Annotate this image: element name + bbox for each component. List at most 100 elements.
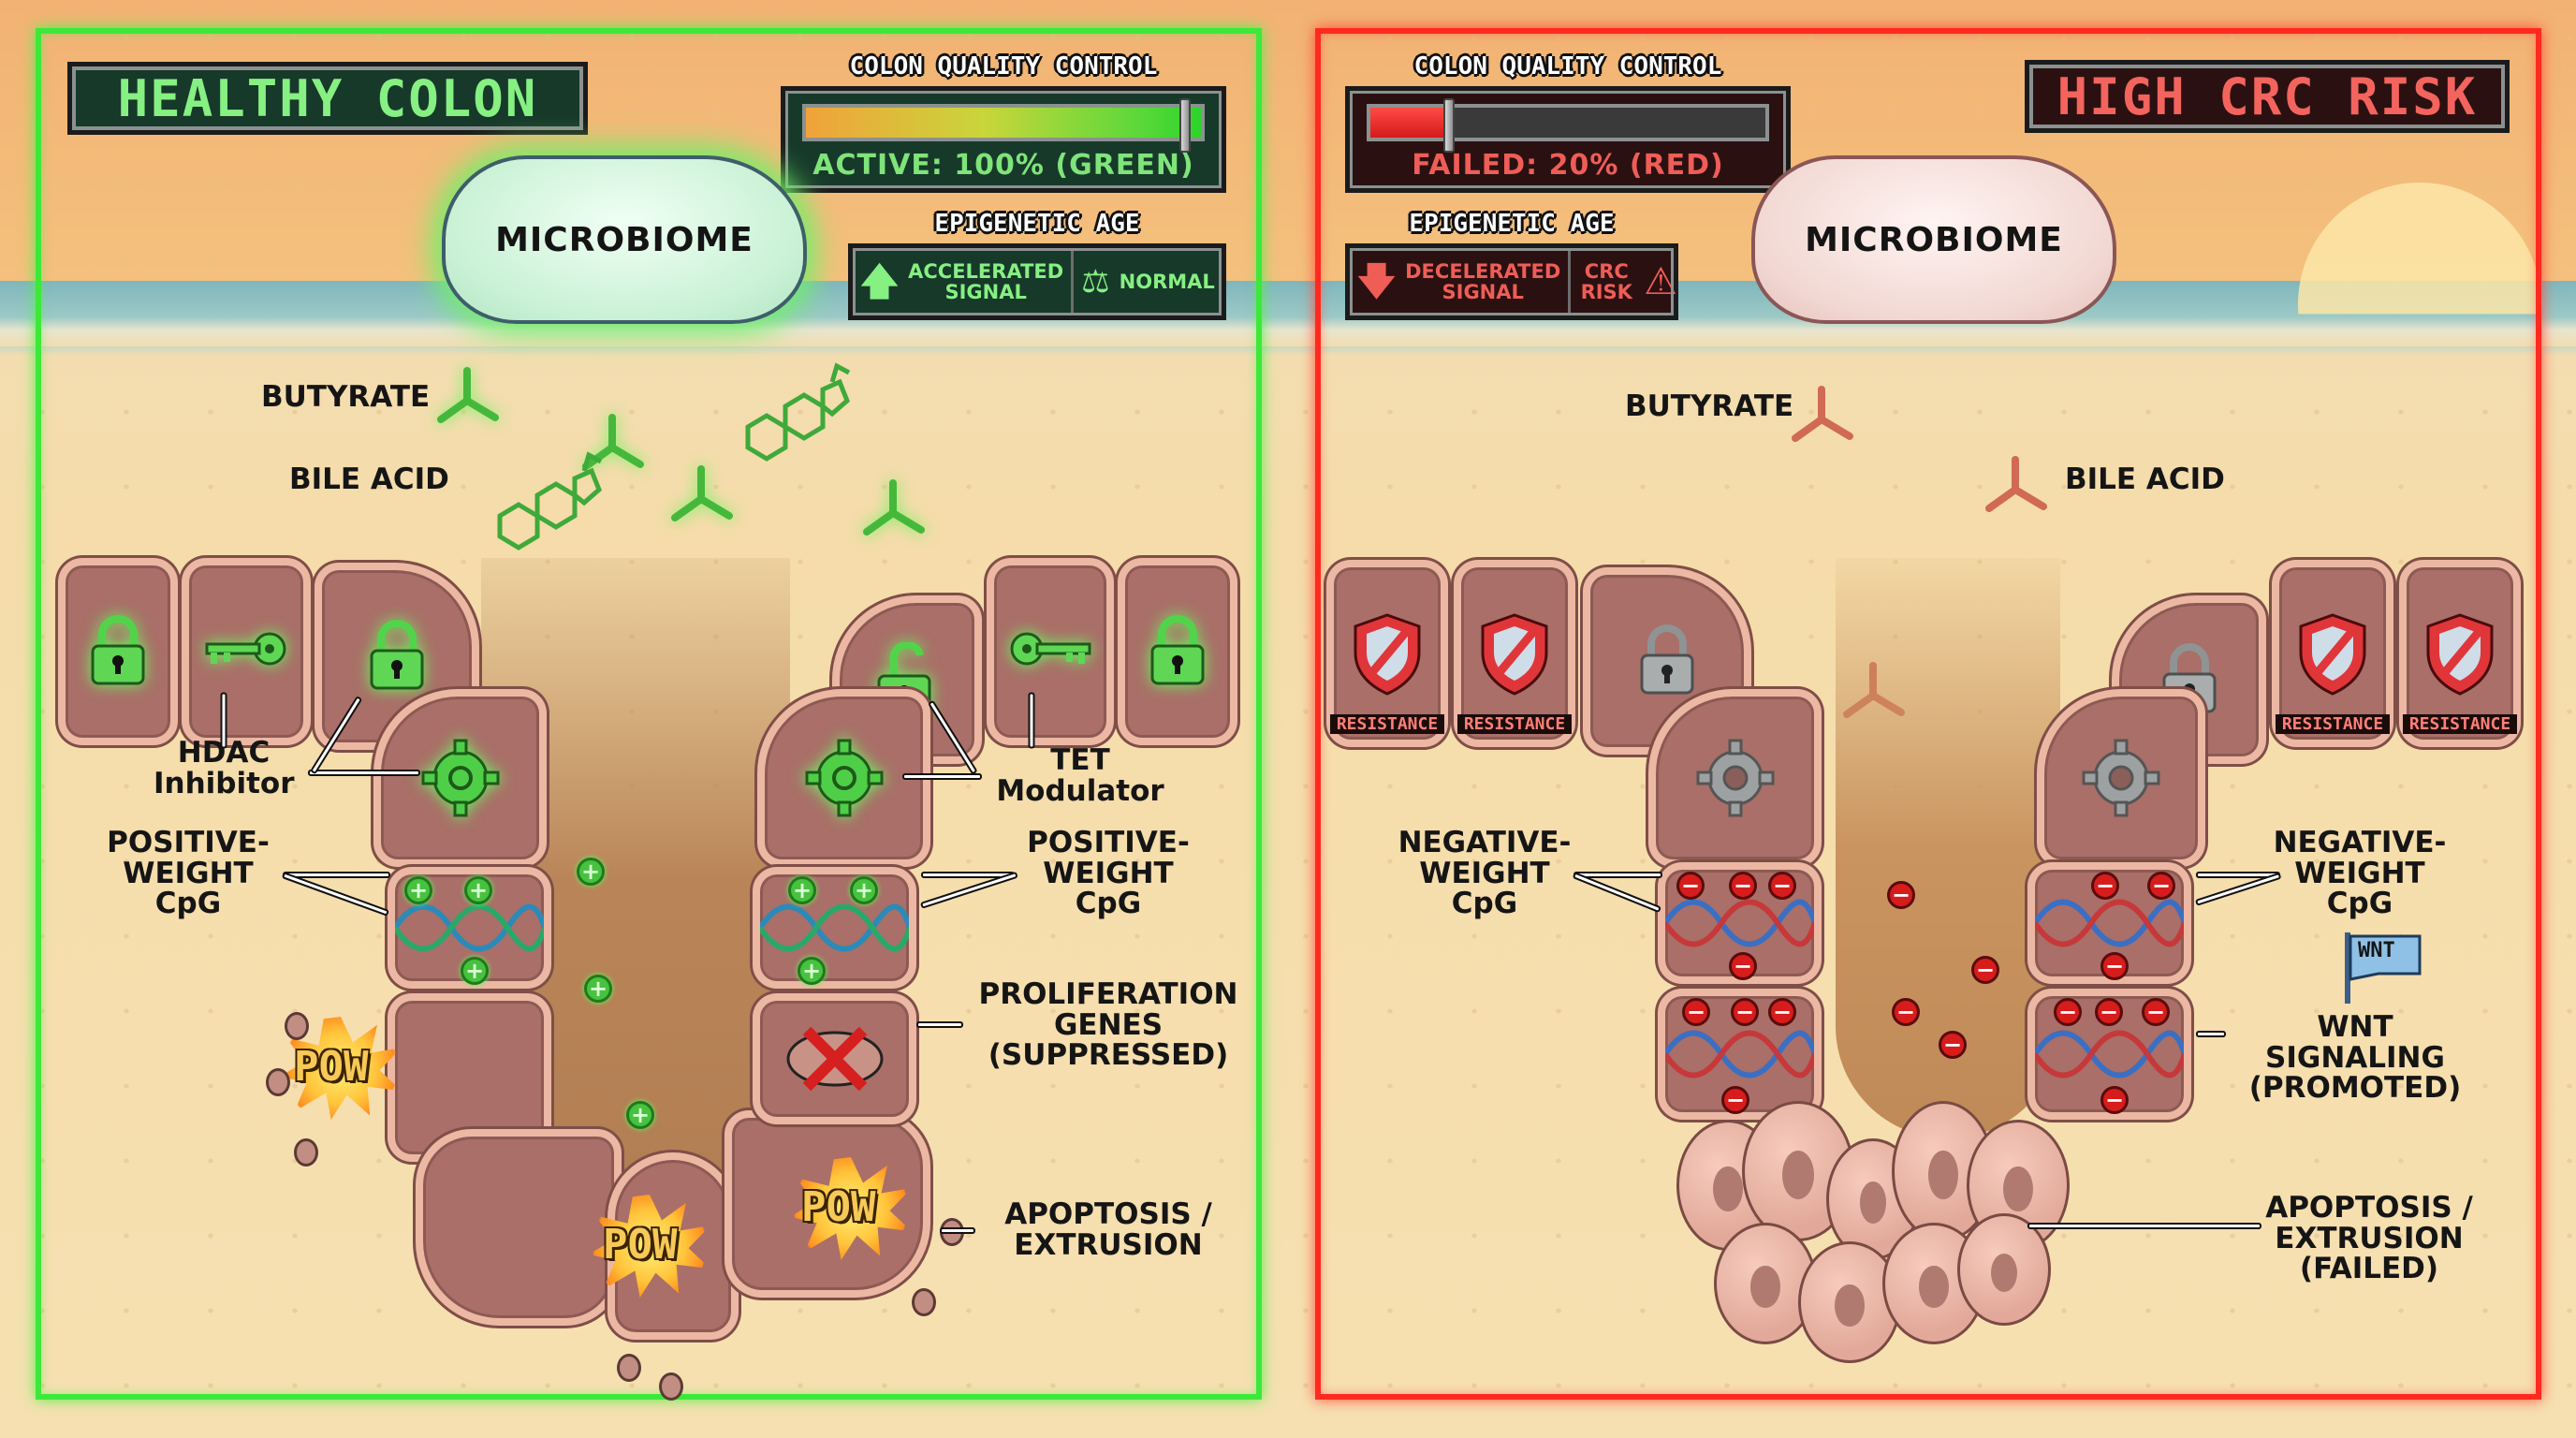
healthy-colon-panel: HEALTHY COLON COLON QUALITY CONTROL ACTI… <box>36 28 1262 1401</box>
quality-slider-knob <box>1443 98 1456 153</box>
epithelial-cell <box>757 689 930 867</box>
pow-text: POW <box>801 1183 876 1231</box>
microbiome-label: MICROBIOME <box>1805 220 2063 259</box>
balance-scale-icon: ⚖ <box>1081 263 1110 301</box>
minus-badge-icon: − <box>2100 1086 2129 1114</box>
bile-acid-molecule-icon <box>497 451 603 550</box>
panel-title: HEALTHY COLON <box>67 62 588 135</box>
epithelial-cell: RESISTANCE <box>1454 560 1575 747</box>
debris-icon <box>285 1012 309 1040</box>
leader-line <box>308 770 420 776</box>
minus-badge-icon: − <box>1721 1086 1749 1114</box>
epigenetic-status-text: NORMAL <box>1119 271 1215 293</box>
plus-badge-icon: + <box>577 858 605 886</box>
sea-background <box>0 281 2576 346</box>
epigenetic-status: CRC RISK ⚠ <box>1568 248 1685 315</box>
key-icon <box>205 632 286 666</box>
epigenetic-age-label: EPIGENETIC AGE <box>934 210 1140 238</box>
quality-control-box: ACTIVE: 100% (GREEN) <box>781 86 1226 193</box>
quality-status: FAILED: 20% (RED) <box>1412 149 1724 182</box>
leader-line <box>940 1227 975 1234</box>
bile-acid-molecule-icon <box>745 362 851 462</box>
debris-icon <box>294 1138 318 1167</box>
plus-badge-icon: + <box>461 957 489 985</box>
epithelial-cell <box>2037 689 2205 867</box>
epithelial-cell <box>58 558 178 745</box>
quality-control-widget: COLON QUALITY CONTROL FAILED: 20% (RED) <box>1345 52 1791 193</box>
shield-blocked-icon <box>1481 613 1548 696</box>
dna-helix-icon <box>1665 899 1814 947</box>
gray-lock-icon <box>1640 624 1694 695</box>
epigenetic-status: ⚖ NORMAL <box>1071 248 1222 315</box>
positive-cpg-label-right: POSITIVE- WEIGHT CpG <box>1027 826 1190 921</box>
butyrate-molecule-icon <box>863 479 925 536</box>
epithelial-cell <box>753 993 916 1124</box>
tumor-cell <box>1957 1213 2051 1326</box>
butyrate-label: BUTYRATE <box>261 380 431 414</box>
dna-helix-icon <box>2035 1030 2184 1078</box>
gray-gear-icon <box>2082 739 2160 817</box>
butyrate-molecule-icon <box>1792 386 1853 442</box>
pow-text: POW <box>603 1221 678 1269</box>
epithelial-cell: + + + <box>388 867 551 989</box>
epithelial-cell: − − − − <box>1658 862 1822 984</box>
epithelial-cell <box>987 558 1114 745</box>
epigenetic-status-text: CRC RISK <box>1580 260 1632 303</box>
tumor-cell <box>1798 1241 1901 1363</box>
minus-badge-icon: − <box>1971 956 1999 984</box>
debris-icon <box>912 1288 936 1316</box>
epithelial-cell: − − − <box>2027 862 2191 984</box>
gear-icon <box>805 739 883 817</box>
minus-badge-icon: − <box>2147 872 2175 900</box>
apoptosis-failed-label: APOPTOSIS / EXTRUSION (FAILED) <box>2265 1191 2473 1286</box>
epithelial-cell <box>1118 558 1237 745</box>
resistance-tag: RESISTANCE <box>1457 714 1572 734</box>
arrow-up-icon: 🡅 <box>860 260 900 303</box>
epigenetic-signal: 🡇 DECELERATED SIGNAL <box>1350 248 1568 315</box>
plus-badge-icon: + <box>788 876 816 904</box>
lock-icon <box>91 615 145 685</box>
epigenetic-age-label: EPIGENETIC AGE <box>1409 210 1615 238</box>
butyrate-molecule-icon <box>582 414 644 470</box>
quality-progress-fill <box>806 108 1201 138</box>
minus-badge-icon: − <box>1676 872 1705 900</box>
debris-icon <box>617 1354 641 1382</box>
leader-line <box>281 872 389 917</box>
shield-blocked-icon <box>1354 613 1421 696</box>
panel-title: HIGH CRC RISK <box>2025 60 2510 133</box>
butyrate-molecule-icon <box>1985 456 2047 512</box>
lock-icon <box>1150 615 1205 685</box>
epithelial-cell: RESISTANCE <box>2272 560 2393 747</box>
epithelial-cell <box>1648 689 1822 867</box>
resistance-tag: RESISTANCE <box>2403 714 2517 734</box>
high-crc-risk-panel: HIGH CRC RISK COLON QUALITY CONTROL FAIL… <box>1315 28 2541 1400</box>
key-icon <box>1010 632 1091 666</box>
leader-line <box>2196 1031 2226 1037</box>
minus-badge-icon: − <box>2054 998 2082 1026</box>
dna-helix-icon <box>1665 1030 1814 1078</box>
wnt-flag-icon <box>2345 932 2422 1004</box>
warning-triangle-icon: ⚠ <box>1644 260 1678 303</box>
plus-badge-icon: + <box>850 876 878 904</box>
tet-modulator-label: TET Modulator <box>996 743 1164 808</box>
epithelial-cell <box>373 689 547 867</box>
leader-line <box>1028 692 1035 749</box>
leader-line <box>902 773 982 780</box>
epithelial-cell: − − − − <box>2027 989 2191 1120</box>
wnt-flag-text: WNT <box>2358 939 2395 962</box>
dna-helix-icon <box>395 903 544 952</box>
shield-blocked-icon <box>2299 613 2366 696</box>
minus-badge-icon: − <box>1768 872 1796 900</box>
debris-icon <box>266 1068 290 1096</box>
arrow-down-icon: 🡇 <box>1357 260 1397 303</box>
minus-badge-icon: − <box>2100 952 2129 980</box>
minus-badge-icon: − <box>1729 872 1757 900</box>
quality-control-widget: COLON QUALITY CONTROL ACTIVE: 100% (GREE… <box>781 52 1226 193</box>
apoptosis-label: APOPTOSIS / EXTRUSION <box>1004 1197 1212 1262</box>
bile-acid-label: BILE ACID <box>289 462 449 496</box>
quality-control-box: FAILED: 20% (RED) <box>1345 86 1791 193</box>
resistance-tag: RESISTANCE <box>1330 714 1444 734</box>
epigenetic-age-box: 🡅 ACCELERATED SIGNAL ⚖ NORMAL <box>848 243 1226 320</box>
leader-line <box>2027 1223 2261 1229</box>
quality-status: ACTIVE: 100% (GREEN) <box>812 149 1194 182</box>
